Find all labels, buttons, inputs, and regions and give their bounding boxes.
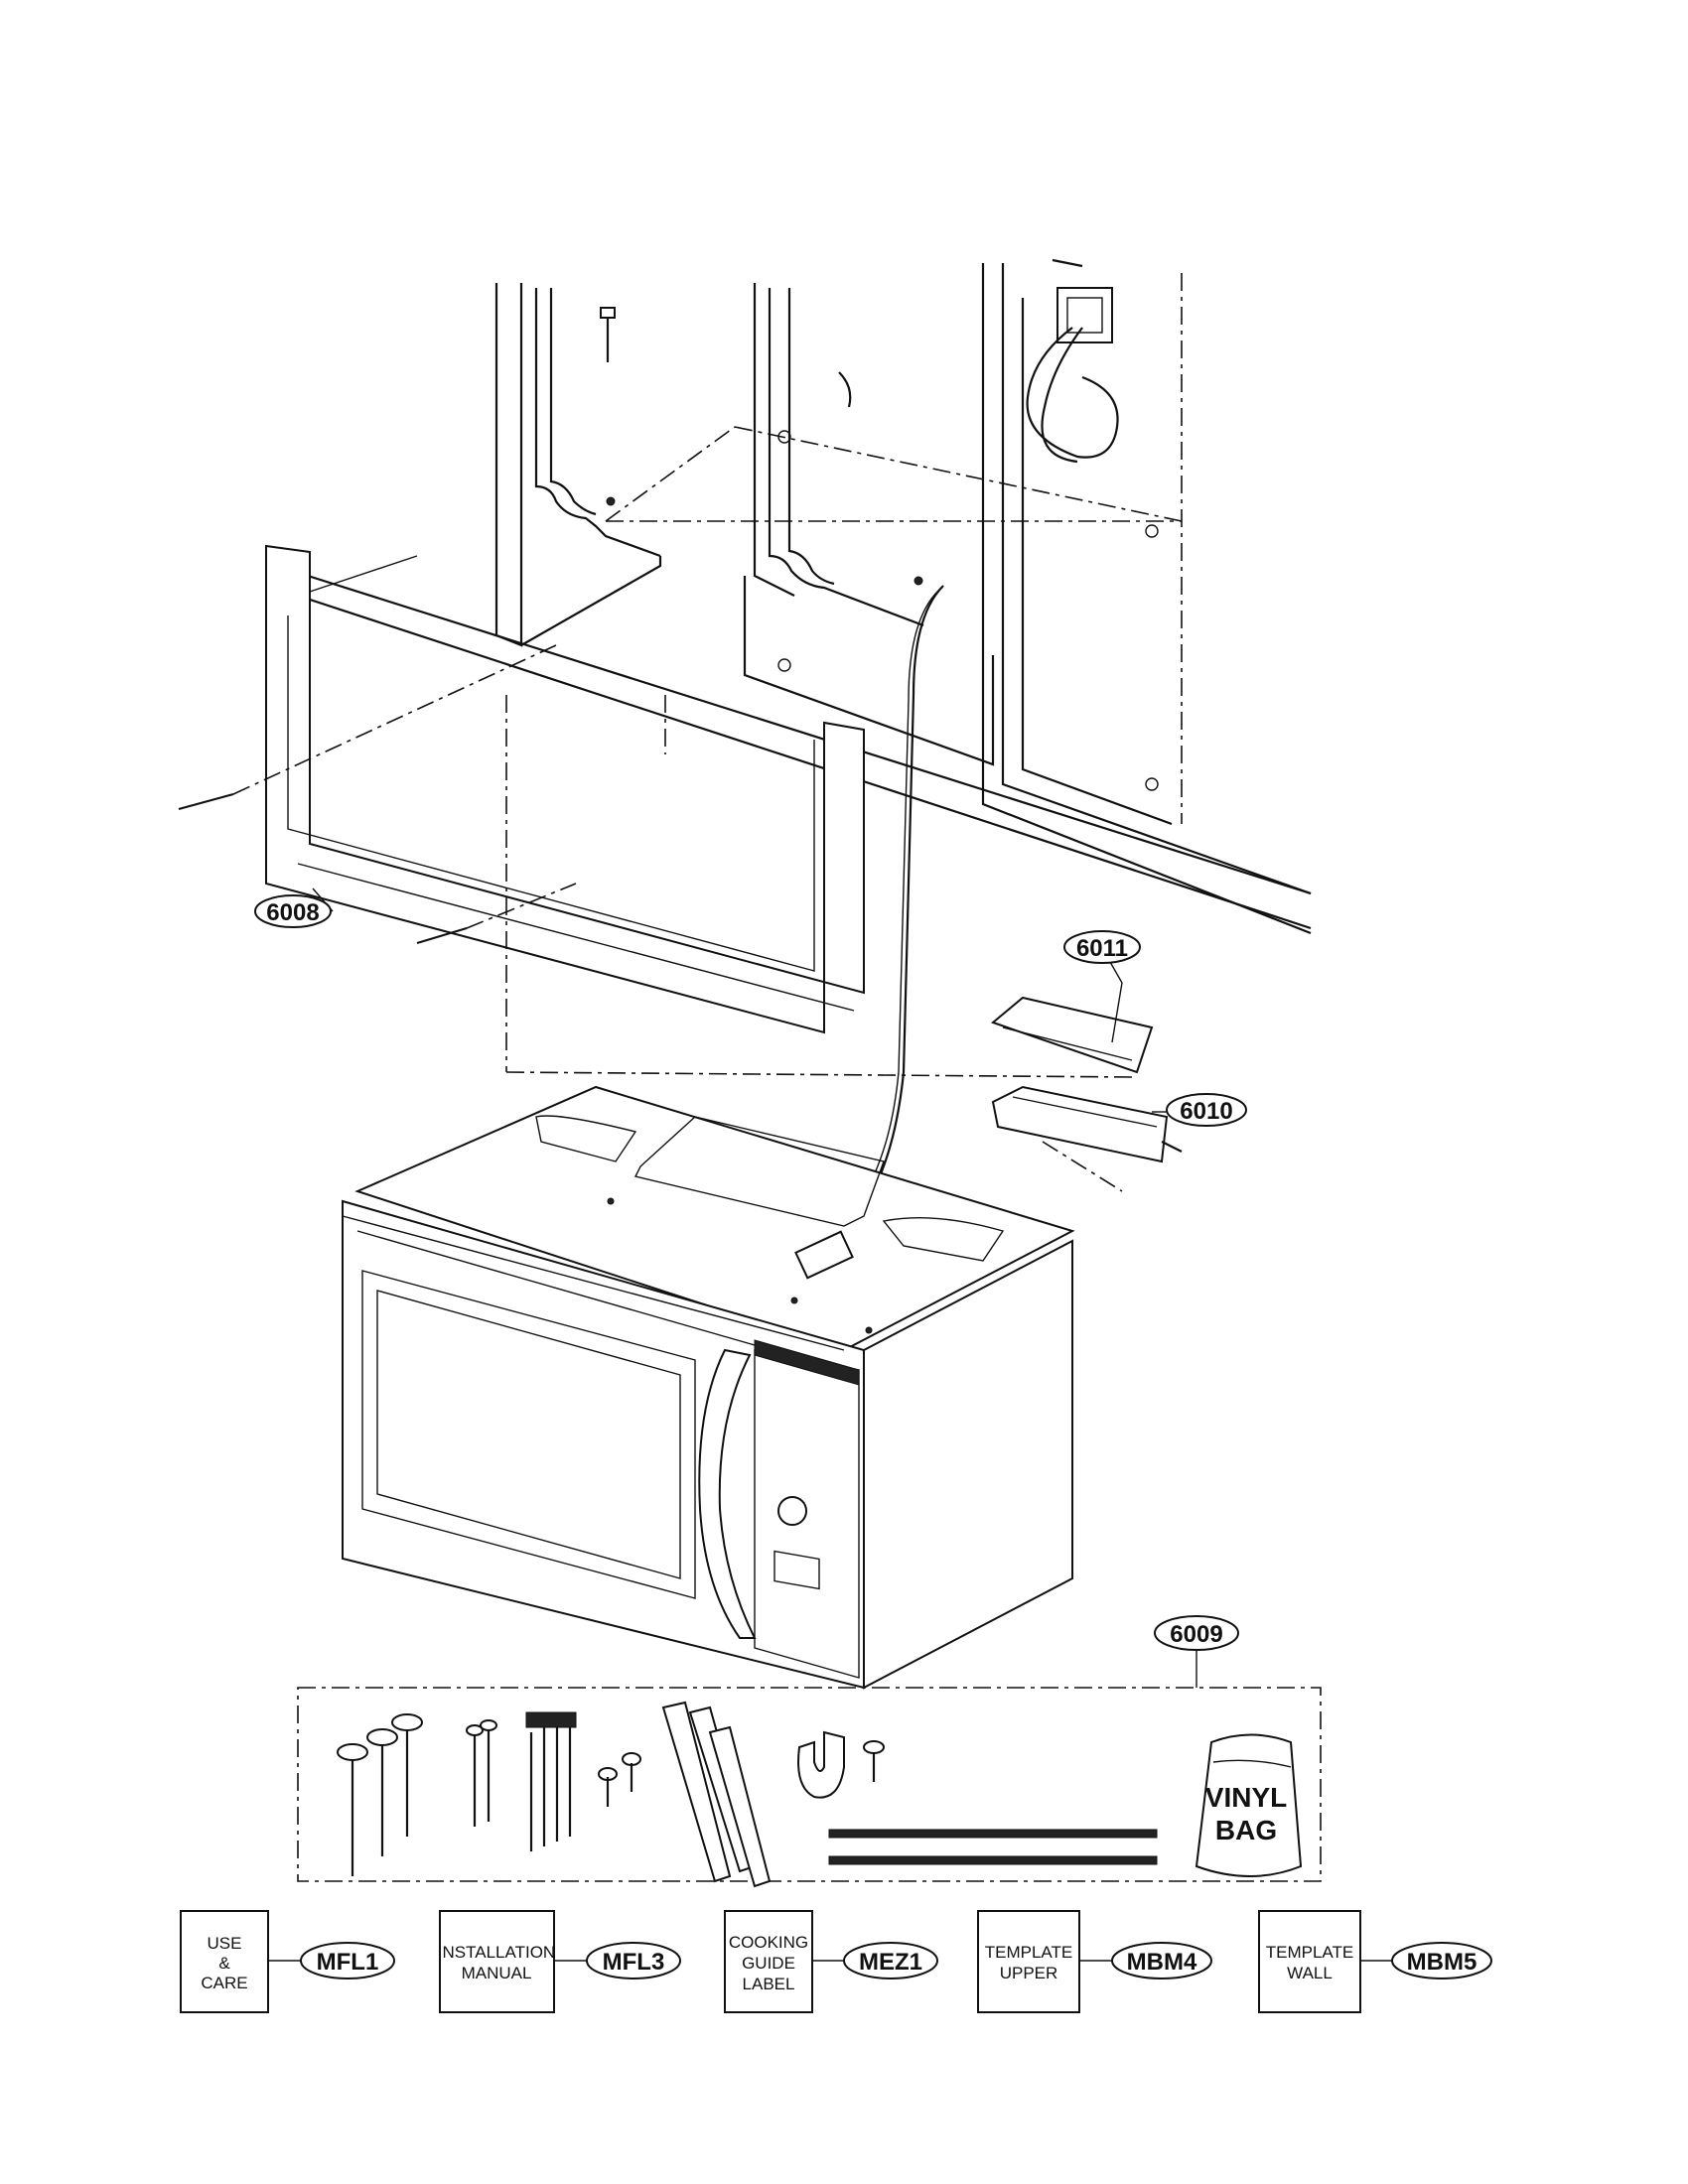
doc-use-and-care-line-3: CARE	[201, 1974, 247, 1992]
doc-use-and-care: USE & CARE MFL1	[180, 1910, 395, 2013]
toggle-bolts	[661, 1701, 772, 1888]
callout-6009: 6009	[1154, 1615, 1239, 1651]
long-screws	[337, 1713, 423, 1876]
installation-kit-box	[297, 1687, 1322, 1882]
doc-template-wall-code: MBM5	[1407, 1949, 1477, 1976]
upper-cabinets	[278, 258, 1312, 935]
callout-6008: 6008	[254, 887, 334, 928]
damper-housing	[991, 1085, 1183, 1163]
doc-cooking-guide-label-line-3: LABEL	[743, 1975, 795, 1993]
callout-6011: 6011	[1063, 930, 1141, 1043]
doc-installation-manual-line-1: INSTALLATION	[438, 1943, 555, 1962]
doc-installation-manual-code: MFL3	[603, 1949, 665, 1976]
mounting-plate	[178, 544, 865, 1034]
doc-cooking-guide-label-line-2: GUIDE	[742, 1954, 795, 1973]
vinyl-bag	[1195, 1733, 1303, 1877]
wire-coils	[828, 1829, 1158, 1865]
doc-use-and-care-line-2: &	[218, 1954, 230, 1973]
doc-use-and-care-code: MFL1	[317, 1949, 379, 1976]
doc-template-wall: TEMPLATE WALL MBM5	[1258, 1910, 1492, 2013]
microwave-oven	[342, 1085, 1075, 1690]
doc-cooking-guide-label-code: MEZ1	[859, 1949, 922, 1976]
callout-6008-label: 6008	[266, 899, 319, 926]
power-cord	[853, 585, 944, 1222]
damper	[990, 996, 1154, 1074]
wood-screws	[466, 1719, 497, 1827]
bolts	[525, 1711, 577, 1851]
doc-installation-manual: INSTALLATION MANUAL MFL3	[438, 1910, 681, 2013]
callout-6010-label: 6010	[1180, 1098, 1232, 1125]
doc-template-upper-line-1: TEMPLATE	[985, 1943, 1072, 1962]
vinyl-bag-label-2: BAG	[1215, 1815, 1277, 1845]
vinyl-bag-label-1: VINYL	[1205, 1782, 1287, 1813]
callout-6010: 6010	[1152, 1093, 1247, 1127]
doc-template-wall-line-2: WALL	[1287, 1964, 1333, 1982]
doc-template-upper: TEMPLATE UPPER MBM4	[977, 1910, 1212, 2013]
doc-cooking-guide-label: COOKING GUIDE LABEL MEZ1	[724, 1910, 938, 2013]
doc-template-wall-line-1: TEMPLATE	[1266, 1943, 1353, 1962]
small-screws	[598, 1752, 641, 1807]
cable-clamp	[797, 1730, 885, 1799]
doc-template-upper-line-2: UPPER	[1000, 1964, 1058, 1982]
doc-cooking-guide-label-line-1: COOKING	[729, 1933, 808, 1952]
doc-template-upper-code: MBM4	[1127, 1949, 1197, 1976]
callout-6011-label: 6011	[1076, 935, 1128, 962]
callout-6009-label: 6009	[1170, 1621, 1222, 1648]
doc-use-and-care-line-1: USE	[208, 1934, 242, 1953]
doc-installation-manual-line-2: MANUAL	[462, 1964, 532, 1982]
